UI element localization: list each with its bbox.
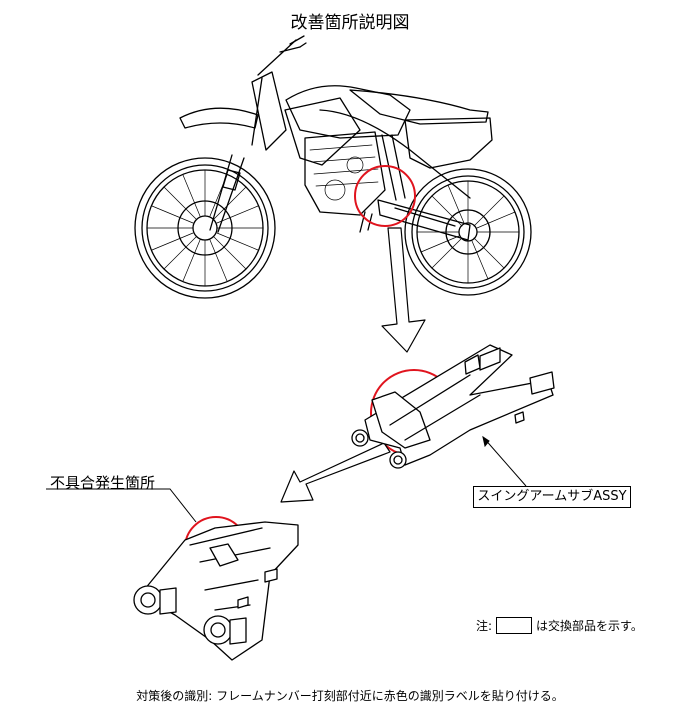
swingarm-assy-label: スイングアームサブASSY xyxy=(473,486,631,508)
note-suffix: は交換部品を示す。 xyxy=(536,619,643,633)
footer-note: 対策後の識別: フレームナンバー打刻部付近に赤色の識別ラベルを貼り付ける。 xyxy=(136,689,564,703)
front-wheel xyxy=(134,157,276,299)
defect-leader-line xyxy=(46,488,197,523)
legend-note: 注: は交換部品を示す。 xyxy=(476,617,643,634)
note-prefix: 注: xyxy=(476,619,493,633)
motorcycle-illustration xyxy=(134,35,532,299)
diagram-title: 改善箇所説明図 xyxy=(290,13,410,33)
replacement-part-box-icon xyxy=(496,617,533,634)
swingarm-assy-illustration xyxy=(351,344,555,469)
swingarm-closeup-illustration xyxy=(133,521,299,661)
defect-location-label: 不具合発生箇所 xyxy=(50,474,156,492)
rear-wheel xyxy=(404,168,532,296)
pointer-arrow-icon xyxy=(280,227,426,503)
assy-leader-line xyxy=(482,436,527,487)
